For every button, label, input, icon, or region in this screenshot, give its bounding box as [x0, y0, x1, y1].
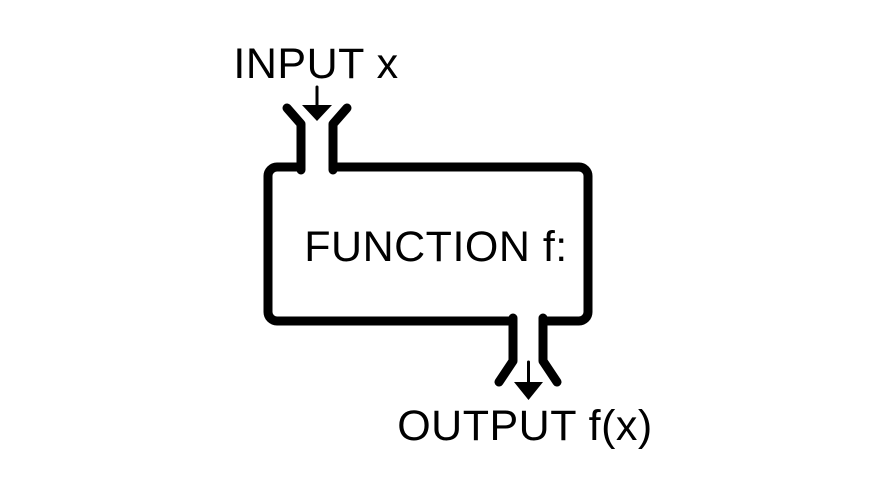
output-spout-right-wall [538, 313, 562, 387]
input-label: INPUT x [233, 40, 398, 88]
input-arrow-icon [302, 85, 332, 121]
diagram-labels: INPUT x FUNCTION f: OUTPUT f(x) [233, 40, 652, 450]
diagram-geometry [263, 85, 593, 400]
output-arrowhead [514, 382, 543, 400]
output-arrow-icon [514, 360, 543, 400]
input-port-gap [297, 157, 337, 176]
input-funnel-left-wall [282, 103, 306, 175]
function-box [263, 162, 593, 326]
output-label: OUTPUT f(x) [397, 402, 653, 450]
input-funnel-right-wall [328, 103, 352, 175]
output-spout-left-wall [494, 313, 518, 387]
input-arrowhead [302, 105, 332, 121]
function-label: FUNCTION f: [304, 223, 567, 271]
output-port-gap [509, 312, 547, 330]
